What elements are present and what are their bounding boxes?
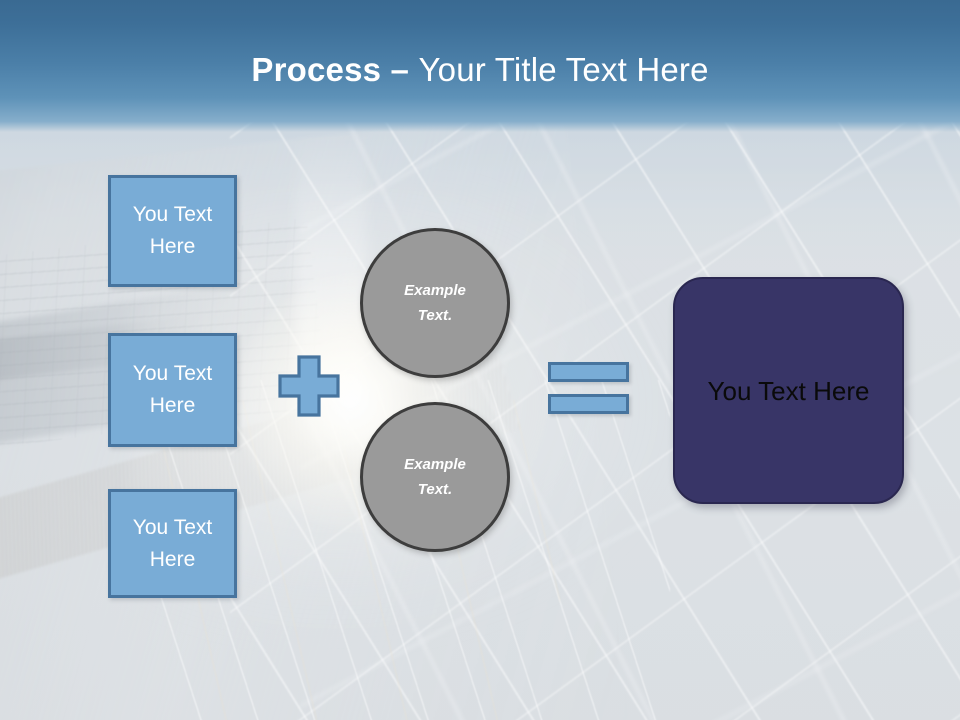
page-title: Process – Your Title Text Here xyxy=(0,50,960,90)
input-box-2[interactable]: You Text Here xyxy=(108,333,237,447)
example-circle-2[interactable]: Example Text. xyxy=(360,402,510,552)
example-circle-1-line1: Example xyxy=(404,282,466,299)
example-circle-1-line2: Text. xyxy=(417,307,453,324)
equals-icon xyxy=(548,362,629,414)
example-circle-1-label: Example Text. xyxy=(404,278,466,328)
example-circle-2-line2: Text. xyxy=(417,481,453,498)
input-box-3-label: You Text Here xyxy=(132,515,213,571)
input-box-2-label: You Text Here xyxy=(132,362,213,417)
example-circle-2-label: Example Text. xyxy=(404,452,466,502)
plus-icon xyxy=(278,355,340,417)
equals-icon-bar-top xyxy=(548,362,629,382)
example-circle-1[interactable]: Example Text. xyxy=(360,228,510,378)
page-title-separator: – xyxy=(381,51,419,88)
page-title-bold: Process xyxy=(251,51,382,88)
equals-icon-bar-bottom xyxy=(548,394,629,414)
page-title-rest: Your Title Text Here xyxy=(418,51,709,88)
input-box-1-label: You Text Here xyxy=(132,203,213,258)
title-banner xyxy=(0,0,960,132)
example-circle-2-line1: Example xyxy=(404,456,466,473)
result-box-label: You Text Here xyxy=(707,375,870,406)
input-box-3[interactable]: You Text Here xyxy=(108,489,237,598)
input-box-1[interactable]: You Text Here xyxy=(108,175,237,287)
result-box[interactable]: You Text Here xyxy=(673,277,904,504)
